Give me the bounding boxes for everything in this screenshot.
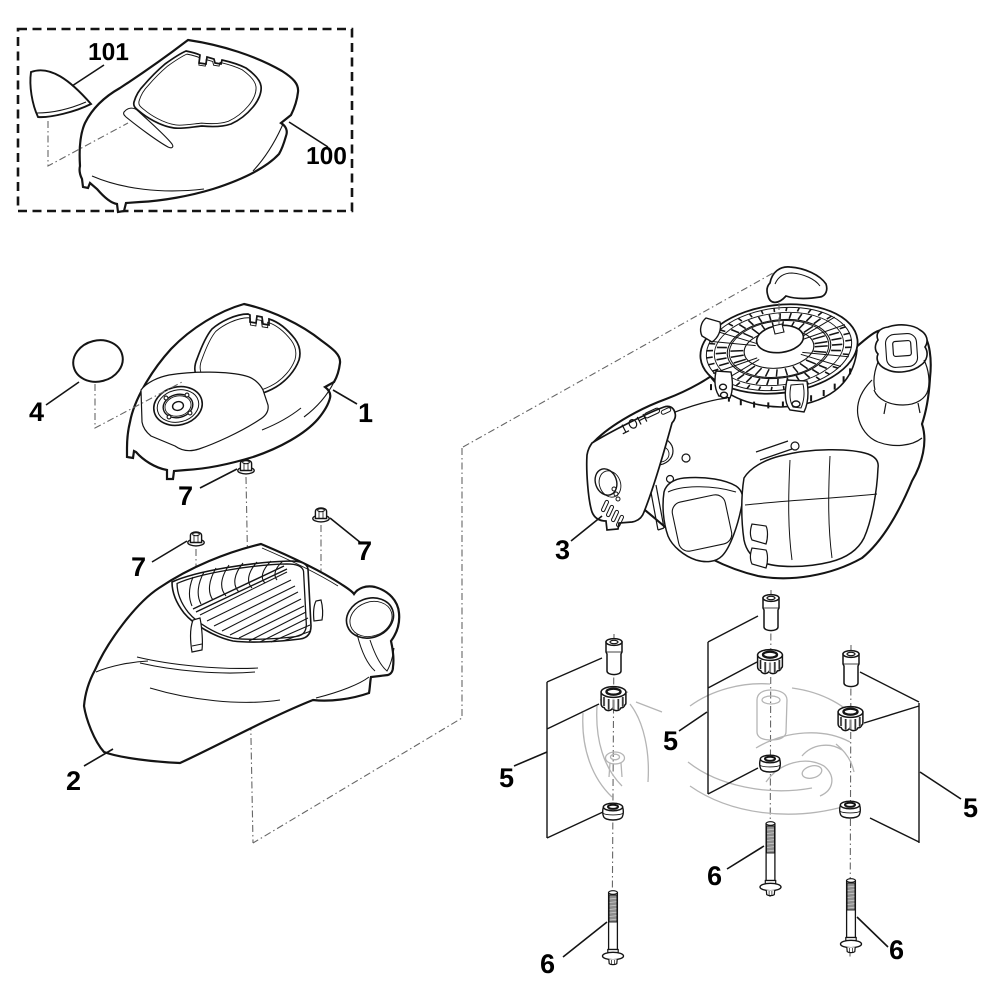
- svg-text:5: 5: [499, 763, 514, 793]
- svg-text:7: 7: [357, 536, 372, 566]
- svg-text:101: 101: [88, 39, 129, 66]
- svg-text:1: 1: [358, 398, 373, 428]
- svg-text:4: 4: [29, 397, 44, 427]
- svg-text:6: 6: [707, 861, 722, 891]
- svg-text:2: 2: [66, 766, 81, 796]
- svg-text:7: 7: [178, 481, 193, 511]
- svg-text:100: 100: [306, 143, 347, 170]
- svg-text:7: 7: [131, 552, 146, 582]
- svg-text:6: 6: [889, 935, 904, 965]
- svg-text:5: 5: [663, 726, 678, 756]
- svg-text:3: 3: [555, 535, 570, 565]
- svg-text:5: 5: [963, 793, 978, 823]
- svg-text:6: 6: [540, 949, 555, 979]
